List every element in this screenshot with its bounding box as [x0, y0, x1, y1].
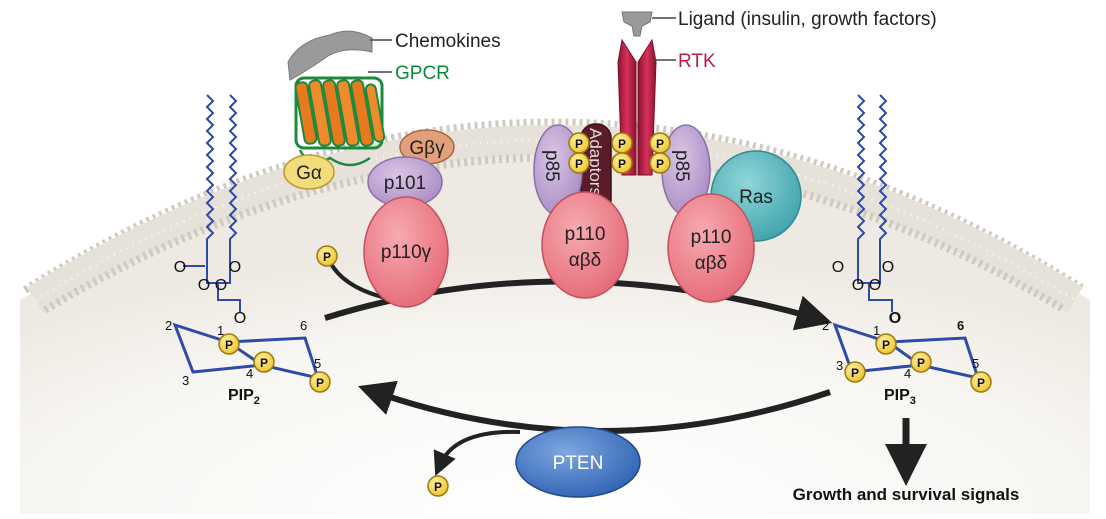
phosphate-free-input-label: P [323, 250, 331, 264]
pip3-ring-number-4: 4 [904, 366, 911, 381]
phosphate-rtk-right-2-label: P [656, 157, 664, 171]
phosphate-rtk-mid-2-label: P [618, 157, 626, 171]
phosphate-free-input: P [316, 245, 338, 267]
abd-right-label: αβδ [695, 253, 728, 274]
pip3-ring-number-6: 6 [957, 318, 964, 333]
chemokines-label: Chemokines [395, 31, 501, 52]
phosphate-pip3-1: P [875, 333, 897, 355]
phosphate-rtk-right-1: P [649, 132, 671, 154]
pip2-ring-number-2: 2 [165, 318, 172, 333]
phosphate-rtk-left-1-label: P [575, 137, 583, 151]
pip3-ring-number-2: 2 [822, 318, 829, 333]
g-alpha-label: Gα [296, 163, 322, 184]
pip3-oxygen-3: O [852, 277, 864, 294]
p110-abd-left-subunit [541, 191, 629, 299]
pip3-label: PIP3 [884, 387, 916, 407]
ras-label: Ras [739, 187, 773, 208]
phosphate-pip3-4-label: P [917, 356, 925, 370]
phosphate-pip3-3: P [844, 361, 866, 383]
pip3-oxygen-2: O [882, 259, 894, 276]
chemokine-ligand [287, 30, 373, 81]
phosphate-pip3-3-label: P [851, 366, 859, 380]
g-beta-gamma-label: Gβγ [409, 138, 445, 159]
pten-enzyme [515, 426, 641, 498]
output-label: Growth and survival signals [793, 485, 1020, 504]
p110-abd-right-subunit [667, 193, 755, 303]
gpcr-receptor [294, 76, 386, 167]
p85-right-label: p85 [671, 150, 692, 182]
pip2-oxygen-4: O [215, 277, 227, 294]
phosphate-rtk-right-2: P [649, 152, 671, 174]
p101-label: p101 [384, 173, 426, 194]
phosphate-rtk-right-1-label: P [656, 137, 664, 151]
phosphate-free-released: P [427, 475, 449, 497]
phosphate-pip2-4: P [253, 351, 275, 373]
phosphate-pip3-5-label: P [977, 376, 985, 390]
gpcr-label: GPCR [395, 63, 450, 84]
pip2-ring-number-6: 6 [300, 318, 307, 333]
phosphate-pip2-1-label: P [225, 338, 233, 352]
phosphate-pip3-4: P [910, 351, 932, 373]
pip2-oxygen-2: O [229, 259, 241, 276]
adaptors-label: Adaptors [586, 128, 605, 196]
membrane-inner-layer [42, 153, 1068, 314]
pip2-oxygen-3: O [198, 277, 210, 294]
pip2-oxygen-1: O [174, 259, 186, 276]
phosphate-release-arc [433, 429, 521, 477]
phosphate-rtk-left-2: P [568, 152, 590, 174]
phosphate-rtk-left-2-label: P [575, 157, 583, 171]
phosphate-pip2-4-label: P [260, 356, 268, 370]
pip2-ring-number-4: 4 [246, 366, 253, 381]
abd-left-label: αβδ [569, 250, 602, 271]
phosphate-pip3-5: P [970, 371, 992, 393]
cell-interior [20, 140, 1090, 514]
p110-right-label: p110 [691, 227, 732, 248]
pip3-oxygen-4: O [869, 277, 881, 294]
pten-label: PTEN [553, 453, 604, 474]
p110-left-label: p110 [565, 224, 606, 245]
growth-factor-ligand [621, 11, 653, 37]
pip3-ring-number-1: 1 [873, 323, 880, 338]
phosphate-rtk-mid-2: P [611, 152, 633, 174]
phosphate-pip2-1: P [218, 333, 240, 355]
phosphate-rtk-left-1: P [568, 132, 590, 154]
pip3-ring-number-5: 5 [972, 356, 979, 371]
rtk-label: RTK [678, 51, 716, 72]
pip3-oxygen-5: O [889, 310, 901, 327]
pip2-label: PIP2 [228, 387, 260, 407]
ligand-label: Ligand (insulin, growth factors) [678, 9, 937, 30]
phosphate-rtk-mid-1: P [611, 132, 633, 154]
pip2-ring-number-3: 3 [182, 373, 189, 388]
phosphate-free-released-label: P [434, 480, 442, 494]
p110-gamma-label: p110γ [381, 242, 432, 263]
p85-left-label: p85 [541, 150, 562, 182]
phosphate-pip2-5-label: P [316, 376, 324, 390]
p110-gamma-subunit [363, 196, 449, 308]
g-alpha-subunit [283, 154, 335, 190]
pip3-ring-number-3: 3 [836, 358, 843, 373]
pip2-ring-number-5: 5 [314, 356, 321, 371]
pip2-oxygen-5: O [234, 310, 246, 327]
phosphate-pip3-1-label: P [882, 338, 890, 352]
pip2-ring-number-1: 1 [217, 323, 224, 338]
phosphate-rtk-mid-1-label: P [618, 137, 626, 151]
pip3-oxygen-1: O [832, 259, 844, 276]
phosphate-pip2-5: P [309, 371, 331, 393]
membrane-outer-layer [22, 118, 1088, 294]
